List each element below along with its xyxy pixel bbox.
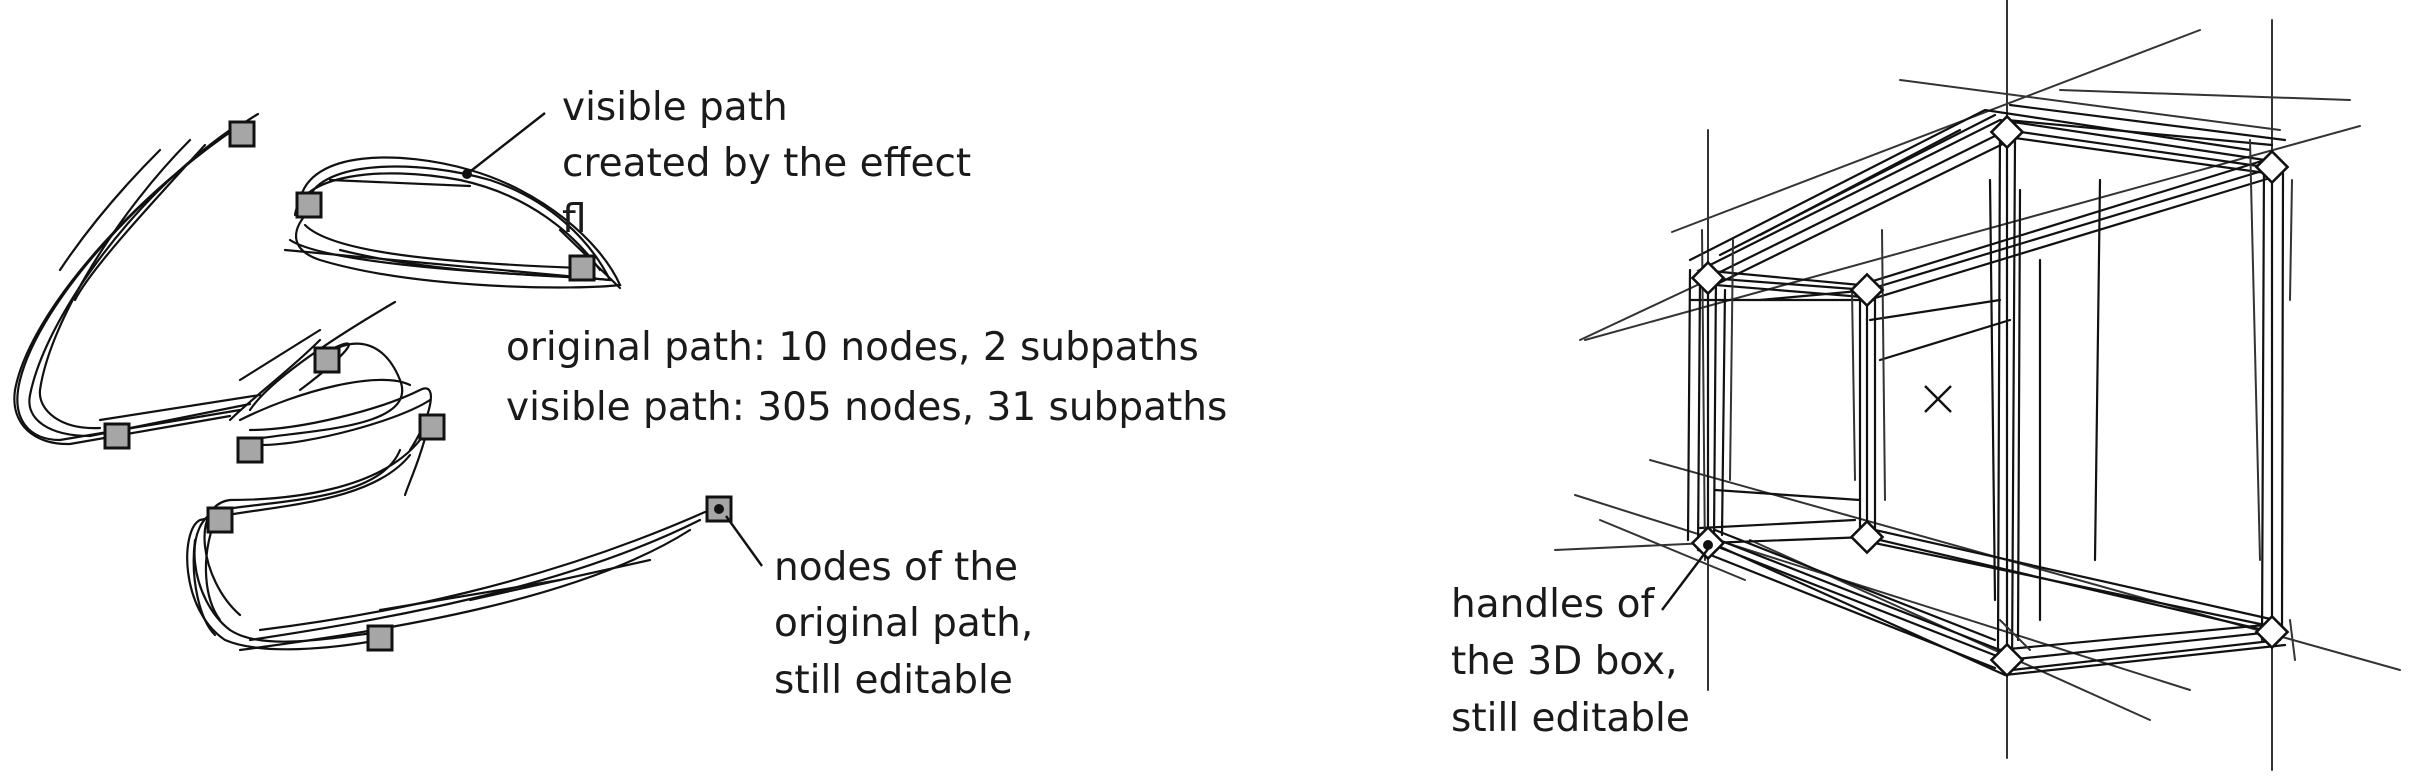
handle-dot <box>1703 540 1713 550</box>
annotation-line: the 3D box, <box>1451 639 1678 684</box>
leader-original-nodes <box>725 515 763 567</box>
visible-path-strokes <box>13 112 707 652</box>
box-handle[interactable] <box>1989 642 2025 678</box>
annotation-line: original path: 10 nodes, 2 subpaths <box>506 325 1199 370</box>
sketch-3d-box-figure: handles of the 3D box, still editable <box>1451 0 2401 771</box>
annotation-handles: handles of the 3D box, still editable <box>1451 582 1690 741</box>
annotation-line: still editable <box>1451 696 1690 741</box>
path-node-selected[interactable] <box>705 495 733 523</box>
path-node[interactable] <box>236 436 264 464</box>
box-handle[interactable] <box>1849 272 1885 308</box>
annotation-line: fl <box>562 197 587 242</box>
annotation-path-stats: original path: 10 nodes, 2 subpaths visi… <box>506 325 1227 430</box>
sketch-path-figure: visible path created by the effect fl or… <box>13 85 1227 703</box>
path-node[interactable] <box>568 254 596 282</box>
leader-visible-path <box>466 112 546 175</box>
box-handle[interactable] <box>1849 519 1885 555</box>
path-node[interactable] <box>418 413 446 441</box>
box-handle[interactable] <box>2254 614 2290 650</box>
annotation-line: still editable <box>774 658 1013 703</box>
box-handle[interactable] <box>1989 114 2025 150</box>
path-node[interactable] <box>103 422 131 450</box>
annotation-line: original path, <box>774 601 1033 646</box>
annotation-visible-path: visible path created by the effect fl <box>562 85 984 242</box>
path-node[interactable] <box>313 346 341 374</box>
annotation-line: handles of <box>1451 582 1655 627</box>
path-node[interactable] <box>206 506 234 534</box>
box-center-cross-icon[interactable] <box>1924 385 1952 413</box>
annotation-original-nodes: nodes of the original path, still editab… <box>774 545 1046 703</box>
box-handles <box>1690 114 2290 678</box>
leader-visible-path-dot <box>462 169 472 179</box>
annotation-line: created by the effect <box>562 141 971 186</box>
selected-node-dot <box>714 504 724 514</box>
box-handle[interactable] <box>2254 149 2290 185</box>
box-handle[interactable] <box>1690 260 1726 296</box>
annotation-line: visible path: 305 nodes, 31 subpaths <box>506 385 1227 430</box>
annotation-line: nodes of the <box>774 545 1018 590</box>
path-node[interactable] <box>228 120 256 148</box>
leader-handles <box>1661 548 1709 611</box>
path-node[interactable] <box>366 624 394 652</box>
annotation-line: visible path <box>562 85 788 130</box>
path-node[interactable] <box>295 191 323 219</box>
original-path-nodes <box>103 120 733 652</box>
